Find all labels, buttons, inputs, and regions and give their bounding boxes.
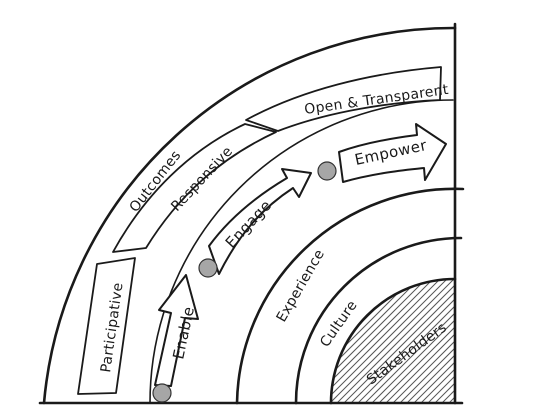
hatch-stroke: [350, 279, 455, 403]
hatch-stroke: [331, 279, 429, 403]
culture-ring-arc: [294, 236, 463, 405]
hatch-stroke: [331, 279, 455, 403]
hatch-stroke: [456, 270, 555, 410]
hatch-stroke: [484, 270, 555, 410]
culture-label: Culture: [317, 298, 361, 351]
hatch-stroke: [331, 279, 443, 403]
hatch-stroke: [364, 279, 455, 403]
participative-band: [77, 257, 136, 395]
hatch-stroke: [331, 279, 436, 403]
engage-arrow: [208, 168, 312, 275]
experience-ring-arc: [235, 187, 465, 405]
open-transparent-band: [245, 66, 442, 132]
hatch-stroke: [413, 279, 455, 403]
hatch-stroke: [420, 279, 455, 403]
hatch-stroke: [331, 279, 338, 403]
responsive-band: [112, 123, 277, 253]
hatch-stroke: [463, 270, 555, 410]
hatch-stroke: [470, 270, 555, 410]
hatch-stroke: [371, 279, 455, 403]
hatch-stroke: [427, 279, 455, 403]
hatch-stroke: [378, 279, 455, 403]
hatch-stroke: [357, 279, 455, 403]
hatch-stroke: [441, 279, 455, 403]
hatch-stroke: [331, 279, 455, 403]
engage-dot: [198, 258, 218, 278]
stakeholders-label: Stakeholders: [364, 320, 450, 389]
hatch-stroke: [434, 279, 455, 403]
empower-arrow: [338, 123, 447, 183]
enable-arrow: [154, 274, 199, 387]
hatch-stroke: [331, 279, 455, 403]
empower-dot: [317, 161, 337, 181]
hatch-stroke: [336, 279, 455, 403]
hatch-stroke: [385, 279, 455, 403]
hatch-stroke: [477, 270, 555, 410]
hatch-stroke: [406, 279, 455, 403]
experience-label: Experience: [274, 247, 328, 325]
stakeholders-core: [329, 270, 555, 410]
hatch-stroke: [448, 279, 455, 403]
hatch-stroke: [343, 279, 455, 403]
enable-dot: [152, 383, 172, 403]
hatch-stroke: [399, 279, 455, 403]
inner-boundary-arc: [149, 99, 454, 404]
outer-quadrant-arc: [42, 26, 457, 405]
hatch-stroke: [392, 279, 455, 403]
